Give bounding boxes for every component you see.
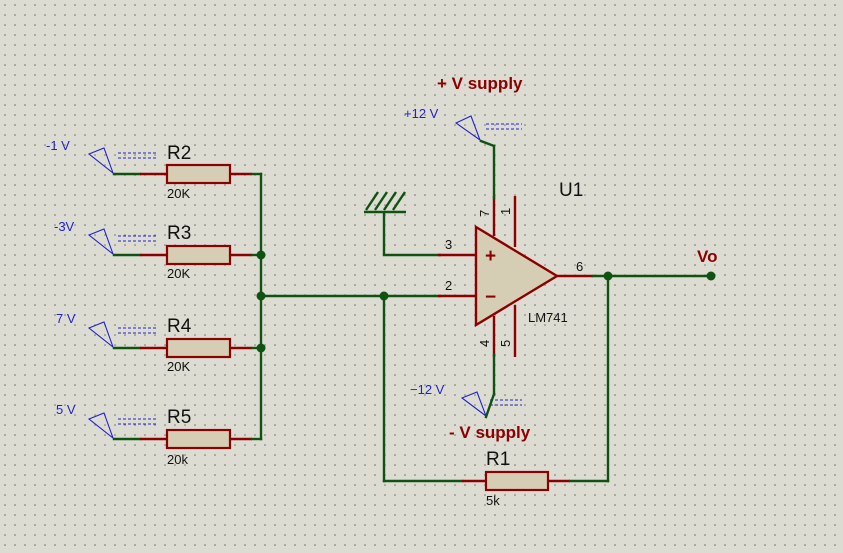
input-branch-r3: -3V R3 20K <box>54 219 263 281</box>
resistor-ref-label: R1 <box>486 449 510 470</box>
output-terminal[interactable] <box>706 271 716 281</box>
opamp-ref-label: U1 <box>559 180 583 201</box>
resistor-ref-label: R3 <box>167 223 191 244</box>
resistor-r4[interactable] <box>165 337 232 359</box>
negative-supply: −12 V - V supply <box>410 353 531 442</box>
pin-number-label: 1 <box>498 208 513 215</box>
pin-number-label: 4 <box>477 340 492 347</box>
input-voltage-label: 7 V <box>56 311 76 326</box>
pin-number-label: 2 <box>445 278 452 293</box>
pin-number-label: 5 <box>498 340 513 347</box>
input-voltage-label: -3V <box>54 219 75 234</box>
positive-supply: + V supply +12 V <box>404 74 523 200</box>
power-terminal-icon <box>87 412 156 440</box>
feedback-path: R1 5k <box>382 274 610 508</box>
resistor-ref-label: R2 <box>167 143 191 164</box>
opamp-u1[interactable]: + − 3 2 6 7 1 4 5 <box>438 196 593 357</box>
negative-supply-voltage: −12 V <box>410 382 445 397</box>
positive-supply-label: + V supply <box>437 74 523 93</box>
junction-dot <box>256 343 266 353</box>
inverting-sign: − <box>485 287 496 308</box>
resistor-value-label: 5k <box>486 493 500 508</box>
input-branch-r4: 7 V R4 20K <box>56 311 263 374</box>
resistor-r5[interactable] <box>165 428 232 450</box>
resistor-r2[interactable] <box>165 163 232 185</box>
output-node: Vo <box>591 247 717 281</box>
resistor-value-label: 20K <box>167 359 190 374</box>
input-voltage-label: 5 V <box>56 402 76 417</box>
ground-icon <box>364 191 406 255</box>
summing-bus <box>256 172 442 441</box>
resistor-r3[interactable] <box>165 244 232 266</box>
power-terminal-icon <box>454 115 522 142</box>
resistor-value-label: 20k <box>167 452 188 467</box>
negative-supply-label: - V supply <box>449 423 531 442</box>
junction-dot <box>256 250 266 260</box>
pin-number-label: 7 <box>477 210 492 217</box>
pin-number-label: 6 <box>576 259 583 274</box>
input-branch-r2: -1 V R2 20K <box>46 138 263 201</box>
junction-dot <box>256 291 266 301</box>
input-voltage-label: -1 V <box>46 138 70 153</box>
noninverting-sign: + <box>485 246 496 267</box>
positive-supply-voltage: +12 V <box>404 106 439 121</box>
power-terminal-icon <box>460 391 522 418</box>
opamp-part-label: LM741 <box>528 310 568 325</box>
output-label: Vo <box>697 247 717 266</box>
resistor-ref-label: R4 <box>167 316 192 337</box>
resistor-r1[interactable] <box>484 470 550 492</box>
power-terminal-icon <box>87 321 156 349</box>
power-terminal-icon <box>87 147 156 175</box>
resistor-value-label: 20K <box>167 186 190 201</box>
pin-number-label: 3 <box>445 237 452 252</box>
input-branch-r5: 5 V R5 20k <box>56 402 263 467</box>
resistor-ref-label: R5 <box>167 407 191 428</box>
resistor-value-label: 20K <box>167 266 190 281</box>
junction-dot <box>603 271 613 281</box>
power-terminal-icon <box>87 228 156 256</box>
